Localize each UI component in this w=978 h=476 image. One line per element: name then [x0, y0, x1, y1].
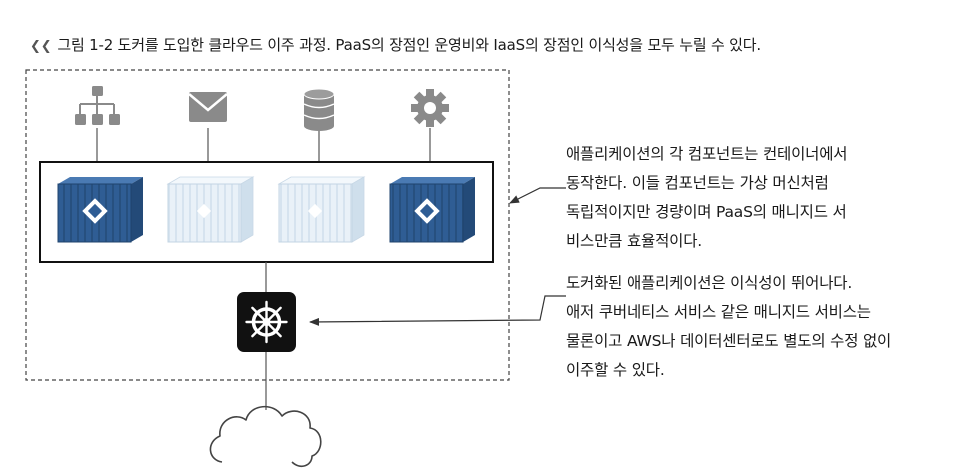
note-portability: 도커화된 애플리케이션은 이식성이 뛰어나다. 애저 쿠버네티스 서비스 같은 …: [566, 269, 891, 385]
environment-boundary: [25, 69, 510, 381]
container-light: [166, 176, 255, 243]
note-line: 동작한다. 이들 컴포넌트는 가상 머신처럼: [566, 174, 829, 192]
note-line: 물론이고 AWS나 데이터센터로도 별도의 수정 없이: [566, 332, 892, 350]
note-line: 비스만큼 효율적이다.: [566, 232, 702, 250]
note-containers: 애플리케이션의 각 컴포넌트는 컨테이너에서 동작한다. 이들 컴포넌트는 가상…: [566, 140, 848, 256]
note-line: 이주할 수 있다.: [566, 361, 665, 379]
database-icon: [303, 88, 335, 131]
container-blue: [57, 177, 143, 243]
callout-arrow-bottom: [309, 295, 566, 326]
note-line: 도커화된 애플리케이션은 이식성이 뛰어나다.: [566, 274, 853, 292]
gear-icon: [411, 89, 449, 127]
cloud-icon: [209, 405, 322, 468]
callout-arrow-top: [509, 187, 566, 204]
mail-icon: [188, 92, 228, 122]
figure-caption: ❮❮ 그림 1-2 도커를 도입한 클라우드 이주 과정. PaaS의 장점인 운…: [30, 34, 761, 55]
container-blue: [389, 177, 475, 243]
note-line: 독립적이지만 경량이며 PaaS의 매니지드 서: [566, 203, 847, 221]
helm-wheel-icon: [237, 292, 296, 352]
hierarchy-icon: [75, 86, 120, 125]
chevron-down-double-icon: ❮❮: [30, 39, 52, 54]
container-light: [277, 176, 366, 243]
note-line: 애저 쿠버네티스 서비스 같은 매니지드 서비스는: [566, 303, 871, 321]
note-line: 애플리케이션의 각 컴포넌트는 컨테이너에서: [566, 145, 848, 163]
caption-text: 그림 1-2 도커를 도입한 클라우드 이주 과정. PaaS의 장점인 운영비…: [57, 36, 761, 54]
